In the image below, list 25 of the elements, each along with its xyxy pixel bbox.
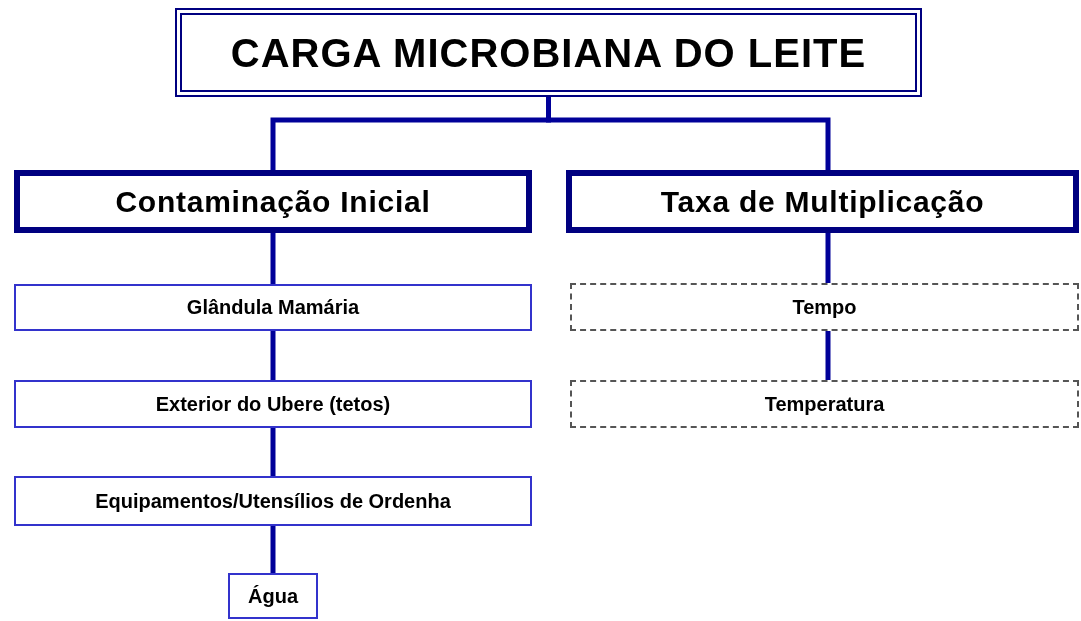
title-box xyxy=(175,8,922,97)
item-box xyxy=(14,380,532,428)
category-box xyxy=(14,170,532,233)
dashed-item-box xyxy=(570,380,1079,428)
node-label: Tempo xyxy=(792,294,857,320)
connector-line xyxy=(270,428,276,476)
node-label: Taxa de Multiplicação xyxy=(660,183,985,220)
node-label: Exterior do Ubere (tetos) xyxy=(155,391,391,417)
connector-line xyxy=(825,233,831,283)
item-box xyxy=(14,284,532,331)
connector-line xyxy=(546,97,831,170)
connector-line xyxy=(270,233,276,284)
dashed-item-box xyxy=(570,283,1079,331)
node-label: CARGA MICROBIANA DO LEITE xyxy=(230,29,867,77)
connector-line xyxy=(270,331,276,380)
node-label: Temperatura xyxy=(764,391,885,417)
node-label: Glândula Mamária xyxy=(186,295,360,320)
category-box xyxy=(566,170,1079,233)
connector-line xyxy=(270,526,276,573)
item-box xyxy=(228,573,318,619)
node-label: Água xyxy=(248,583,298,609)
item-box xyxy=(14,476,532,526)
node-label: Equipamentos/Utensílios de Ordenha xyxy=(95,488,451,514)
connector-line xyxy=(825,331,831,380)
node-label: Contaminação Inicial xyxy=(115,183,431,220)
